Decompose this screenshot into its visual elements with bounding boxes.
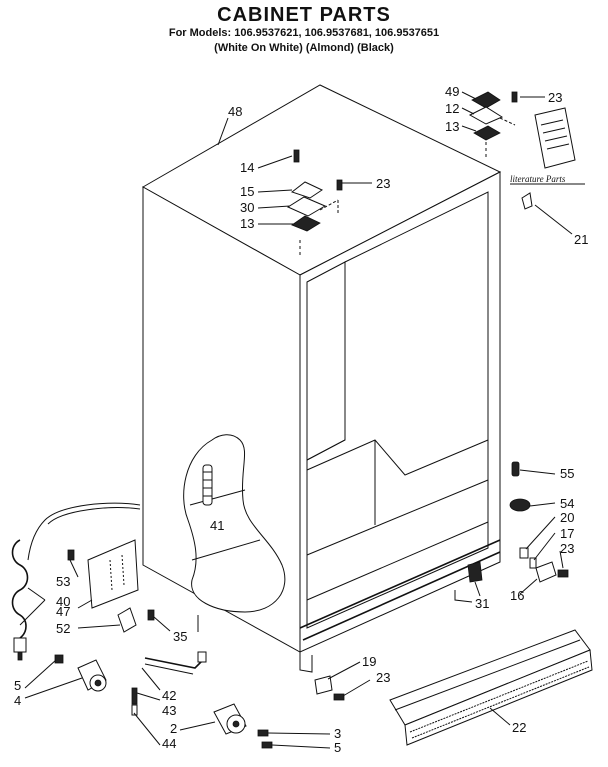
label-4: 4 (14, 693, 21, 708)
cabinet-opening (306, 191, 489, 629)
top-right-hinge-assembly (468, 91, 518, 158)
part-21-clip (521, 192, 533, 210)
label-12: 12 (445, 101, 459, 116)
label-53: 53 (56, 574, 70, 589)
label-15: 15 (240, 184, 254, 199)
models-line: For Models: 106.9537621, 106.9537681, 10… (168, 27, 440, 39)
label-30: 30 (240, 200, 254, 215)
diagram-title: CABINET PARTS (217, 4, 391, 26)
leader-lines (19, 91, 573, 749)
label-47: 47 (56, 604, 70, 619)
label-17: 17 (560, 526, 574, 541)
label-22: 22 (512, 720, 526, 735)
label-40: 40 (56, 594, 70, 609)
label-55: 55 (560, 466, 574, 481)
label-23-top-right: 23 (548, 90, 562, 105)
top-center-hinge-assembly (286, 149, 343, 255)
label-42: 42 (162, 688, 176, 703)
label-49: 49 (445, 84, 459, 99)
label-5-bottom: 5 (334, 740, 341, 755)
tube-part (144, 657, 204, 669)
label-41: 41 (210, 518, 224, 533)
label-5-left: 5 (14, 678, 21, 693)
label-13-center: 13 (240, 216, 254, 231)
label-52: 52 (56, 621, 70, 636)
label-23-bottom: 23 (376, 670, 390, 685)
part-labels: 48 49 12 13 23 14 15 30 13 23 21 41 55 5… (14, 84, 588, 755)
label-13-top: 13 (445, 119, 459, 134)
label-31: 31 (475, 596, 489, 611)
label-43: 43 (162, 703, 176, 718)
label-23-right: 23 (560, 541, 574, 556)
label-2: 2 (170, 721, 177, 736)
literature-parts-label: literature Parts (510, 174, 566, 184)
label-54: 54 (560, 496, 574, 511)
label-44: 44 (162, 736, 176, 751)
label-23-center: 23 (376, 176, 390, 191)
label-35: 35 (173, 629, 187, 644)
label-19: 19 (362, 654, 376, 669)
label-20: 20 (560, 510, 574, 525)
toe-grille-part (389, 629, 593, 746)
cabinet-front-frame (299, 171, 501, 653)
label-48: 48 (228, 104, 242, 119)
label-16: 16 (510, 588, 524, 603)
color-variants-line: (White On White) (Almond) (Black) (214, 42, 394, 54)
label-21: 21 (574, 232, 588, 247)
drain-tube-part (202, 464, 213, 506)
power-cord (27, 502, 141, 561)
label-3: 3 (334, 726, 341, 741)
label-14: 14 (240, 160, 254, 175)
right-lower-hinge-assembly (467, 461, 569, 583)
literature-parts: literature Parts (510, 107, 585, 185)
bottom-left-hardware (11, 502, 345, 749)
cabinet-body (141, 84, 502, 673)
compressor-bracket (87, 539, 139, 609)
